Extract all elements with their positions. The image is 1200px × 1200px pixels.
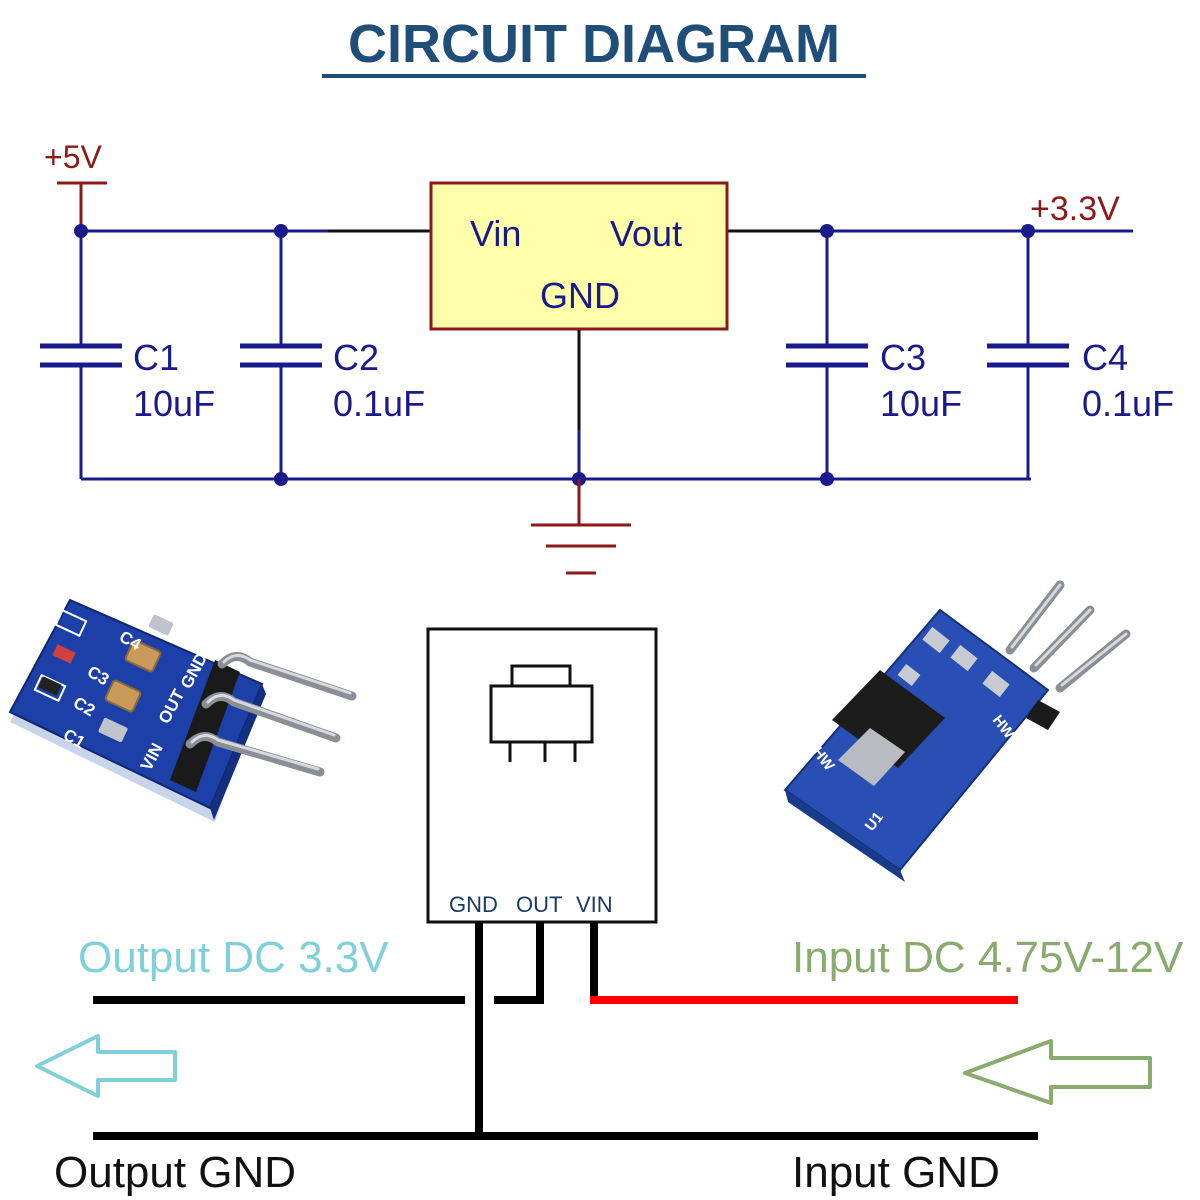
- input-gnd-label: Input GND: [792, 1148, 1000, 1197]
- diagram-title: CIRCUIT DIAGRAM: [348, 14, 840, 74]
- vin-power-symbol: +5V: [44, 139, 107, 231]
- c1-value: 10uF: [133, 383, 215, 424]
- wiring: [93, 922, 1038, 1140]
- vout-power-label: +3.3V: [1030, 190, 1120, 228]
- c3-value: 10uF: [880, 383, 962, 424]
- package-pin-gnd: GND: [449, 892, 498, 917]
- output-arrow-icon: [35, 1034, 177, 1098]
- capacitor-c3: C3 10uF: [786, 231, 962, 479]
- package-diagram: GND OUT VIN: [426, 627, 658, 924]
- ground-symbol: [531, 479, 631, 575]
- c4-name: C4: [1082, 337, 1128, 378]
- module-right-photo: HW-764 HW U1: [783, 580, 1131, 882]
- output-voltage-label: Output DC 3.3V: [78, 933, 389, 982]
- c2-value: 0.1uF: [333, 383, 425, 424]
- input-arrow-icon: [963, 1039, 1152, 1105]
- package-pin-vin: VIN: [576, 892, 613, 917]
- schematic: +5V +3.3V Vin Vout GND C1 10uF: [40, 139, 1174, 575]
- output-gnd-label: Output GND: [54, 1148, 296, 1197]
- capacitor-c1: C1 10uF: [40, 231, 215, 479]
- regulator-vout-pin: Vout: [610, 213, 682, 254]
- package-pin-out: OUT: [516, 892, 562, 917]
- input-voltage-label: Input DC 4.75V-12V: [792, 933, 1184, 982]
- c4-value: 0.1uF: [1082, 383, 1174, 424]
- vin-power-label: +5V: [44, 139, 102, 175]
- capacitor-c2: C2 0.1uF: [240, 231, 425, 479]
- c2-name: C2: [333, 337, 379, 378]
- c3-name: C3: [880, 337, 926, 378]
- c1-name: C1: [133, 337, 179, 378]
- capacitor-c4: C4 0.1uF: [987, 231, 1174, 479]
- regulator-gnd-pin: GND: [540, 275, 620, 316]
- regulator-block: Vin Vout GND: [429, 181, 729, 331]
- module-left-photo: C4 C3 C2 C1 GND OUT VIN: [8, 598, 357, 822]
- regulator-vin-pin: Vin: [470, 213, 521, 254]
- sot223-package-icon: [489, 664, 594, 762]
